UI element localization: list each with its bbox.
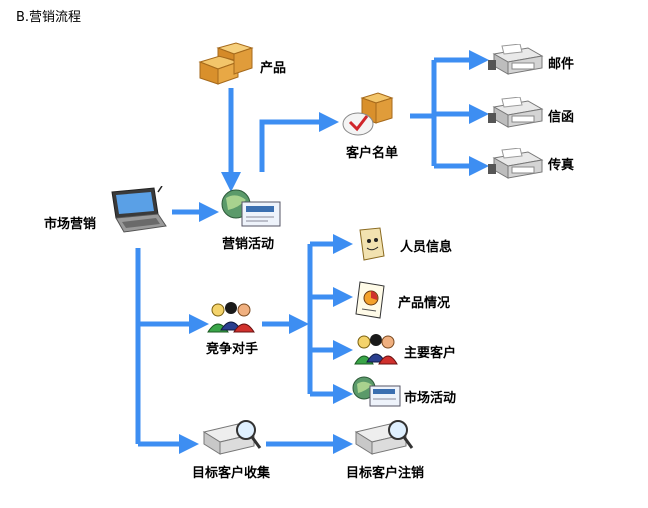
node-personnel-info-label: 人员信息 — [400, 240, 453, 255]
email-device-icon — [488, 44, 544, 75]
node-target-cancel-label: 目标客户注销 — [346, 466, 425, 481]
market-activity-icon — [352, 376, 401, 407]
node-target-collection-label: 目标客户收集 — [192, 466, 271, 481]
node-marketing-activity-label: 营销活动 — [222, 237, 275, 252]
node-customer-list-label: 客户名单 — [346, 146, 399, 161]
main-customers-icon — [354, 334, 398, 365]
product-boxes-icon — [198, 42, 254, 85]
fax-device-icon — [488, 148, 544, 179]
letter-device-icon — [488, 97, 544, 128]
node-product-label: 产品 — [260, 61, 287, 76]
node-main-customers-label: 主要客户 — [404, 346, 457, 361]
node-market-marketing-label: 市场营销 — [44, 217, 97, 232]
branch-customer-list — [410, 60, 437, 166]
customer-list-icon — [342, 92, 394, 136]
target-collection-icon — [202, 420, 262, 455]
laptop-icon — [111, 186, 167, 233]
personnel-info-icon — [359, 227, 385, 261]
node-market-activity-label: 市场活动 — [404, 391, 457, 406]
competitor-people-icon — [207, 302, 255, 333]
node-letter-label: 信函 — [548, 110, 575, 125]
node-product-status-label: 产品情况 — [398, 296, 451, 311]
page-title: B.营销流程 — [16, 10, 82, 25]
globe-card-icon — [221, 189, 281, 227]
product-status-icon — [355, 281, 385, 319]
page-header: B.营销流程 — [0, 0, 648, 26]
node-competitor-label: 竞争对手 — [206, 342, 259, 357]
arrow-activity-to-customer-list — [259, 112, 339, 172]
node-fax-label: 传真 — [548, 158, 575, 173]
target-cancel-icon — [354, 420, 414, 455]
node-email-label: 邮件 — [548, 57, 575, 72]
